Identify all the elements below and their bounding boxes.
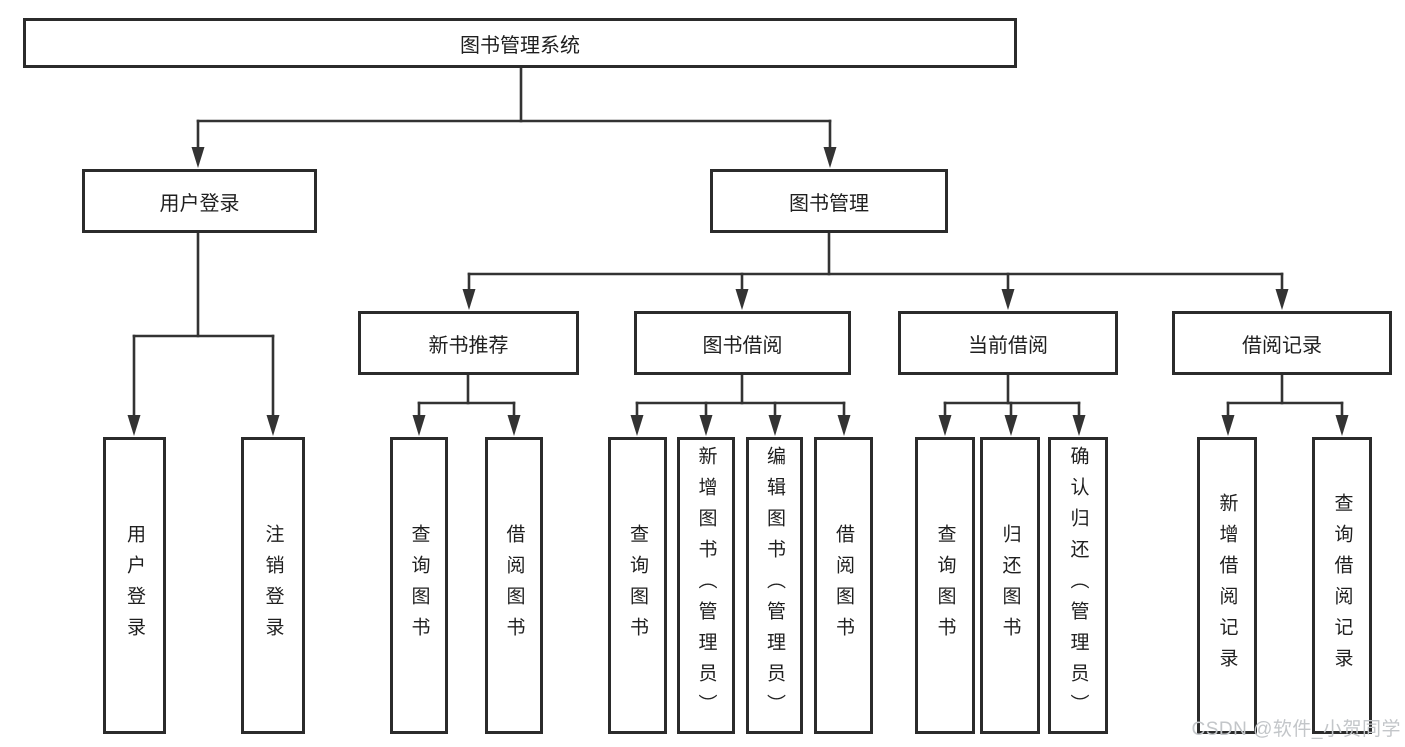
leaf-add-borrow-record-label: 新增借阅记录 xyxy=(1216,492,1238,679)
node-user-login-branch: 用户登录 xyxy=(82,169,317,233)
node-borrow-records: 借阅记录 xyxy=(1172,311,1392,375)
node-borrow-records-label: 借阅记录 xyxy=(1242,334,1322,357)
node-user-login-branch-label: 用户登录 xyxy=(159,192,240,215)
node-book-borrow: 图书借阅 xyxy=(634,311,851,375)
node-current-borrow: 当前借阅 xyxy=(898,311,1118,375)
leaf-user-login: 用户登录 xyxy=(103,437,166,734)
leaf-newbook-borrow-books-label: 借阅图书 xyxy=(503,523,525,648)
leaf-query-borrow-record-label: 查询借阅记录 xyxy=(1331,492,1353,679)
leaf-current-query-books: 查询图书 xyxy=(915,437,975,734)
node-book-borrow-label: 图书借阅 xyxy=(702,334,783,357)
node-library-management-system-label: 图书管理系统 xyxy=(460,34,580,57)
node-book-management-branch-label: 图书管理 xyxy=(789,192,869,215)
leaf-add-borrow-record: 新增借阅记录 xyxy=(1197,437,1257,734)
leaf-edit-books-admin: 编辑图书（管理员） xyxy=(746,437,803,734)
leaf-borrow-books: 借阅图书 xyxy=(814,437,873,734)
leaf-newbook-borrow-books: 借阅图书 xyxy=(485,437,543,734)
leaf-query-borrow-record: 查询借阅记录 xyxy=(1312,437,1372,734)
leaf-current-query-books-label: 查询图书 xyxy=(934,523,956,648)
node-library-management-system: 图书管理系统 xyxy=(23,18,1017,68)
leaf-edit-books-admin-label: 编辑图书（管理员） xyxy=(764,446,785,725)
leaf-borrow-query-books-label: 查询图书 xyxy=(627,523,648,648)
leaf-return-books-label: 归还图书 xyxy=(999,523,1021,648)
leaf-user-login-label: 用户登录 xyxy=(124,523,145,648)
leaf-return-books: 归还图书 xyxy=(980,437,1040,734)
node-new-book-recommend-label: 新书推荐 xyxy=(428,334,509,357)
node-book-management-branch: 图书管理 xyxy=(710,169,948,233)
leaf-borrow-query-books: 查询图书 xyxy=(608,437,667,734)
node-new-book-recommend: 新书推荐 xyxy=(358,311,579,375)
leaf-newbook-query-books-label: 查询图书 xyxy=(408,523,430,648)
leaf-confirm-return-admin: 确认归还（管理员） xyxy=(1048,437,1108,734)
leaf-confirm-return-admin-label: 确认归还（管理员） xyxy=(1067,446,1089,725)
leaf-add-books-admin: 新增图书（管理员） xyxy=(677,437,735,734)
leaf-borrow-books-label: 借阅图书 xyxy=(833,523,854,648)
leaf-newbook-query-books: 查询图书 xyxy=(390,437,448,734)
watermark: CSDN @软件_小贺同学 xyxy=(1191,719,1401,740)
leaf-logout: 注销登录 xyxy=(241,437,305,734)
leaf-logout-label: 注销登录 xyxy=(262,523,284,648)
node-current-borrow-label: 当前借阅 xyxy=(968,334,1048,357)
leaf-add-books-admin-label: 新增图书（管理员） xyxy=(695,446,717,725)
